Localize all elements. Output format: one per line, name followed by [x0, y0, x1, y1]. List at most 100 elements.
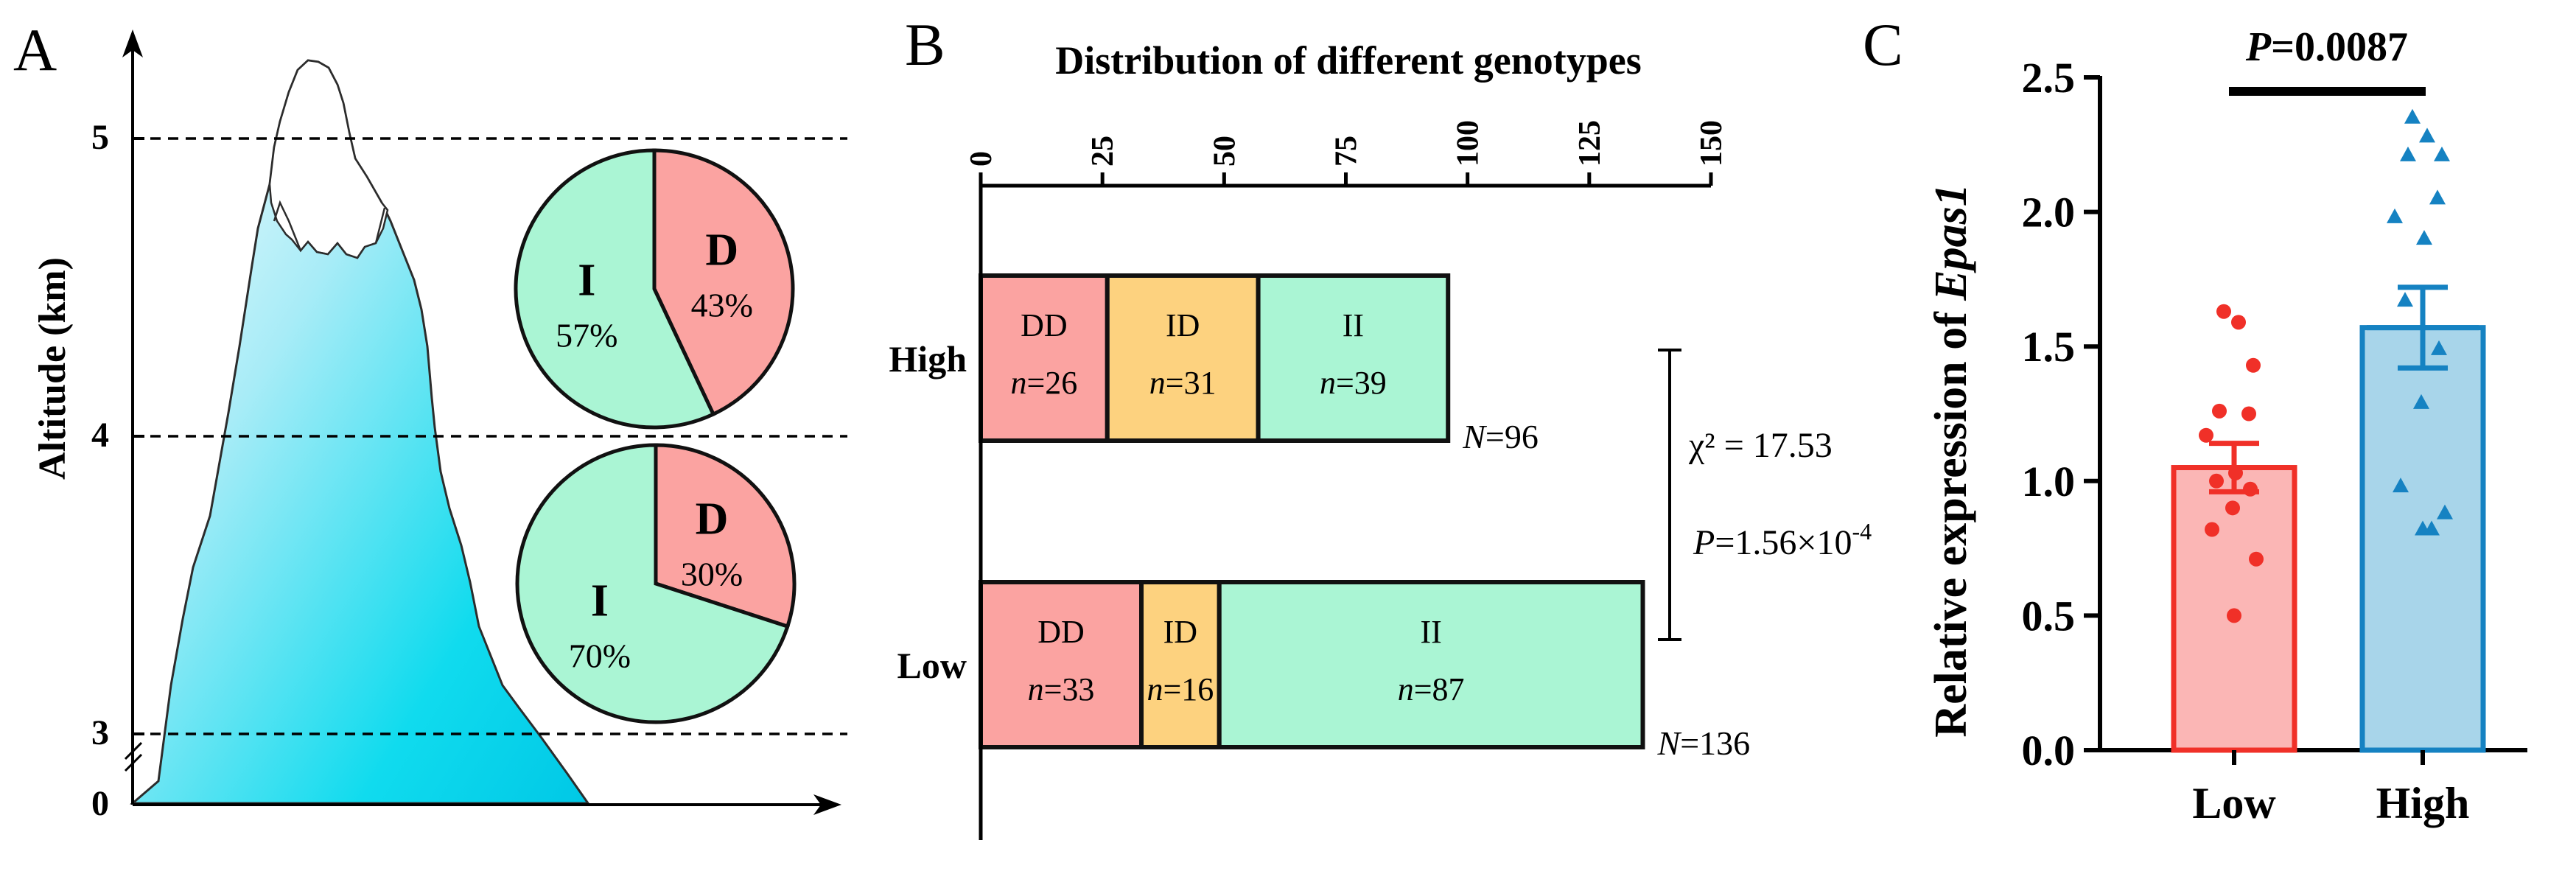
chart-b-x-tick-label: 75: [1330, 136, 1364, 167]
chart-c-y-tick-label: 0.5: [2022, 592, 2076, 640]
chart-c-p-symbol: P: [2245, 24, 2272, 70]
bar-count-value: =31: [1166, 365, 1217, 401]
bar-segment-count: n=16: [1147, 671, 1214, 707]
bar-total-value: =136: [1680, 724, 1750, 762]
pie-slice-percent: 57%: [556, 317, 617, 354]
pie-slice-i: [515, 443, 790, 724]
bar-segment-dd: [979, 580, 1144, 749]
chart-c-x-tick-label: Low: [2192, 779, 2276, 828]
bar-count-value: =16: [1163, 671, 1214, 707]
data-point-low: [2199, 427, 2213, 443]
data-point-low: [2243, 481, 2258, 497]
data-point-high: [2413, 393, 2429, 409]
bar-count-symbol: n: [1149, 365, 1166, 401]
data-point-high: [2393, 478, 2409, 493]
pie-slice-d: [652, 148, 795, 417]
mountain-snow-cap: [268, 59, 389, 259]
genotype-bars: HighDDn=26IDn=31IIn=39N=96LowDDn=33IDn=1…: [889, 273, 1751, 762]
tick-label-0: 0: [91, 784, 109, 823]
pie-upper: D 43% I 57%: [514, 148, 795, 430]
data-point-low: [2209, 473, 2224, 489]
data-point-high: [2416, 230, 2432, 245]
panel-a-letter: A: [13, 16, 57, 83]
bar-segment-genotype: DD: [1037, 614, 1085, 650]
bar-segment-count: n=39: [1320, 365, 1387, 401]
data-point-high: [2437, 504, 2453, 520]
bar-segment-genotype: DD: [1021, 307, 1068, 343]
bar-segment-ii: [1256, 273, 1451, 443]
chi-square-bracket: [1658, 349, 1681, 641]
altitude-axis-label: Altitude (km): [32, 257, 74, 480]
pie-slice-d: [654, 443, 797, 629]
ground-axis-arrow: [813, 794, 841, 815]
data-point-low: [2225, 500, 2240, 516]
p-value-b-value: =1.56×10: [1715, 523, 1852, 562]
chart-c-y-tick-label: 0.0: [2022, 727, 2076, 774]
chart-b-category-label: Low: [897, 645, 967, 686]
bar-total-symbol: N: [1462, 418, 1487, 455]
data-point-high: [2423, 520, 2440, 536]
pie-slice-percent: 30%: [681, 556, 743, 593]
pie-slice-label: I: [591, 576, 609, 626]
chart-b-x-tick-label: 50: [1208, 136, 1242, 167]
p-value-b: P=1.56×10-4: [1693, 518, 1872, 562]
chart-c-bar-high: [2359, 325, 2486, 753]
pie-slice-i: [514, 148, 716, 430]
chart-b-x-tick-label: 150: [1695, 120, 1729, 167]
tick-label-4: 4: [91, 416, 109, 455]
data-point-low: [2216, 304, 2231, 319]
bar-segment-count: n=26: [1010, 365, 1077, 401]
chart-b-x-tick-label: 25: [1086, 136, 1120, 167]
chart-c-y-tick-label: 1.5: [2022, 323, 2076, 371]
tick-label-5: 5: [91, 118, 109, 157]
chart-c-y-label: Relative expression of Epas1: [1926, 183, 1976, 737]
data-point-low: [2227, 608, 2241, 623]
pie-slice-percent: 70%: [569, 637, 631, 674]
bar-count-value: =39: [1336, 365, 1387, 401]
data-point-low: [2231, 315, 2246, 330]
bar-segment-count: n=87: [1398, 671, 1465, 707]
bar-total-label: N=136: [1657, 724, 1751, 762]
chart-c-p-number: =0.0087: [2271, 24, 2408, 70]
data-point-high: [2419, 127, 2435, 143]
bar-count-value: =26: [1026, 365, 1077, 401]
bar-segment-id: [1139, 580, 1222, 749]
chart-b-title: Distribution of different genotypes: [1055, 38, 1641, 83]
chart-c-y-tick-label: 2.0: [2022, 189, 2076, 237]
chart-b-x-tick-label: 125: [1573, 120, 1607, 167]
data-point-high: [2431, 340, 2447, 355]
data-point-high: [2400, 146, 2416, 161]
chart-c-y-tick-label: 2.5: [2022, 54, 2076, 102]
chart-c-y-label-text: Relative expression of: [1926, 301, 1976, 738]
axis-break-mark: [124, 741, 143, 772]
bar-segment-genotype: II: [1343, 307, 1364, 343]
bar-segment-count: n=31: [1149, 365, 1217, 401]
panel-c-letter: C: [1863, 11, 1903, 78]
bar-segment-ii: [1217, 580, 1645, 749]
panel-b-letter: B: [905, 11, 945, 78]
bar-total-value: =96: [1485, 418, 1539, 455]
chi-square-label: χ² = 17.53: [1688, 426, 1833, 465]
chart-c-p-value: P=0.0087: [2245, 24, 2408, 70]
altitude-axis-arrow: [122, 29, 143, 57]
p-value-b-exponent: -4: [1852, 518, 1872, 545]
bar-count-symbol: n: [1147, 671, 1163, 707]
pie-lower: D30%I70%: [515, 443, 797, 724]
data-point-high: [2434, 146, 2450, 161]
bar-total-symbol: N: [1657, 724, 1682, 762]
panel-b: B Distribution of different genotypes Hi…: [889, 11, 1872, 840]
data-point-low: [2246, 357, 2261, 373]
pie-slice-percent: 43%: [691, 286, 753, 323]
data-point-high: [2404, 108, 2421, 124]
pie-slice-label: I: [578, 256, 595, 306]
bar-count-symbol: n: [1398, 671, 1414, 707]
bar-count-symbol: n: [1320, 365, 1336, 401]
pie-slice-label: D: [705, 225, 738, 275]
panel-c: C Relative expression of Epas1 P=0.0087 …: [1863, 11, 2527, 828]
chart-b-x-tick-label: 100: [1452, 120, 1485, 167]
data-point-high: [2429, 189, 2446, 205]
bar-total-label: N=96: [1462, 418, 1539, 455]
